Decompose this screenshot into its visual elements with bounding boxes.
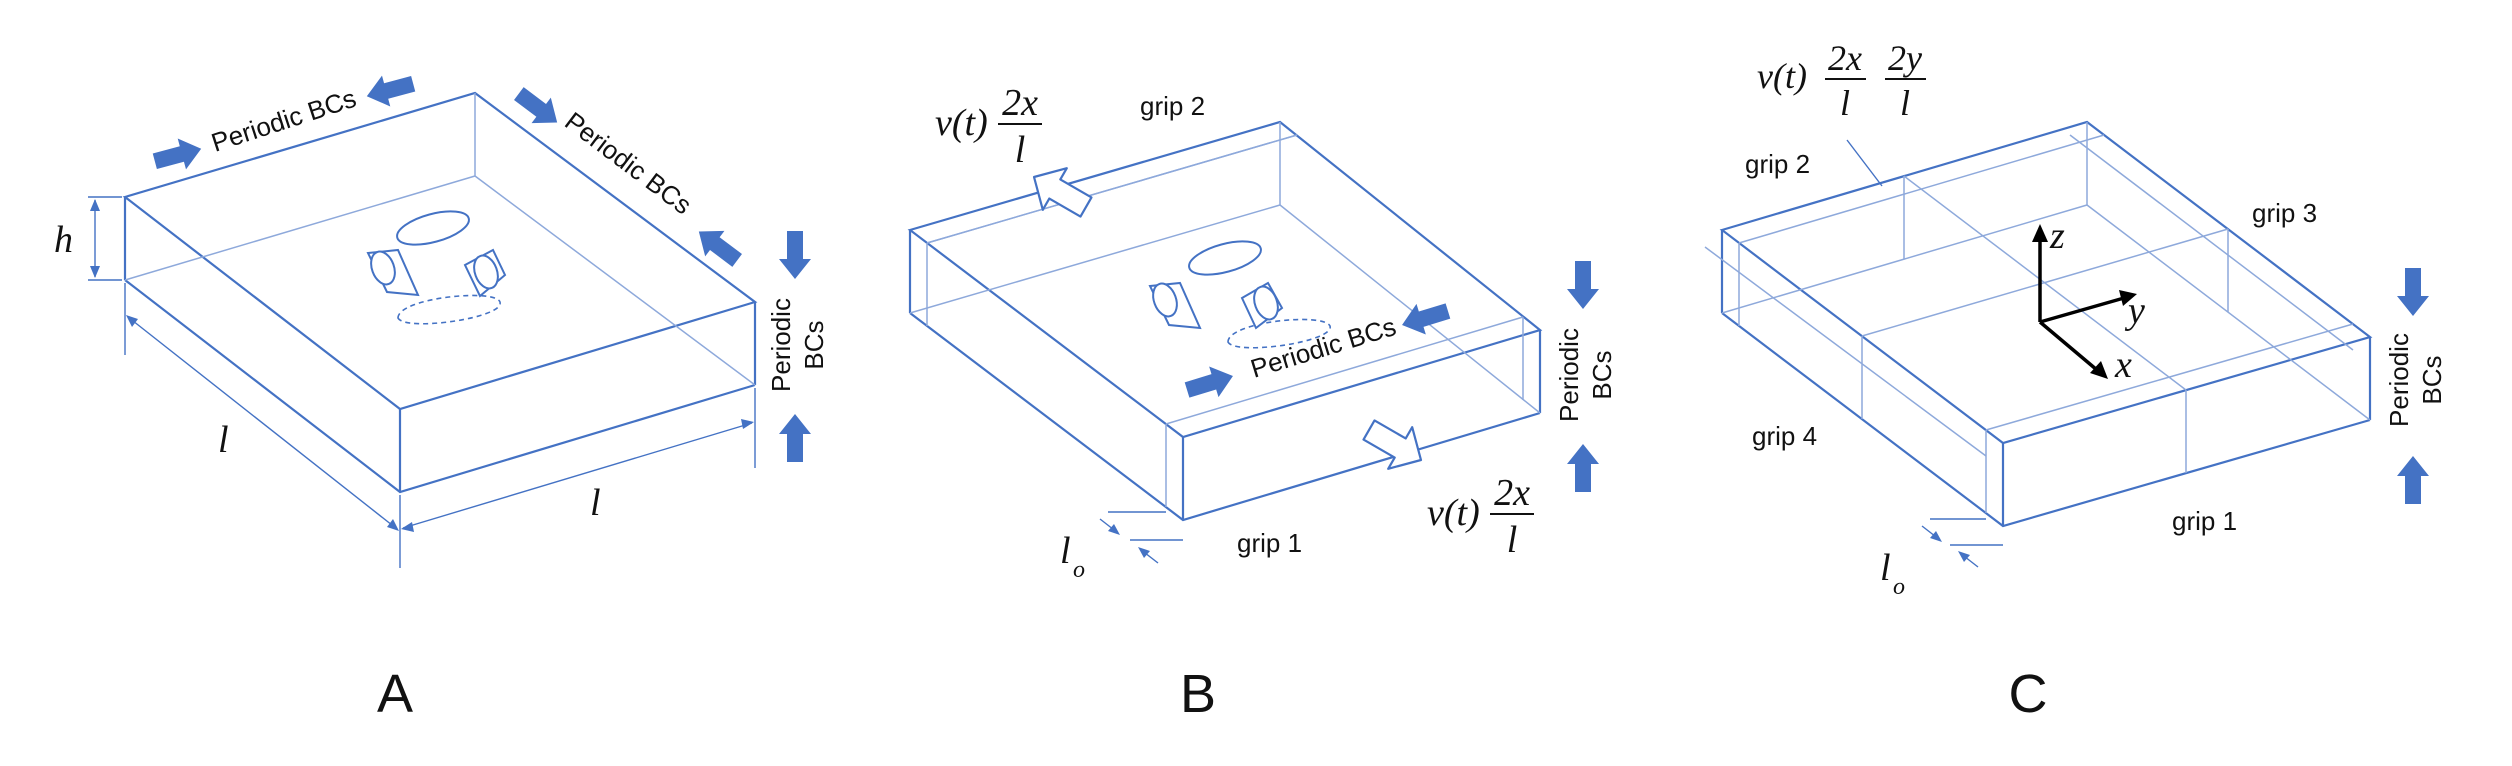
grip2-velocity-arrow [1032,167,1093,218]
bc-arrow-top-right-out [698,230,742,267]
panel-c: v(t) 2x l 2y l grip 2 grip 3 grip 4 grip… [1704,38,2447,724]
velocity-prefix-top-b: v(t) [935,102,988,144]
bc-label-top-right: Periodic BCs [559,106,697,220]
panel-b-letter: B [1180,664,1216,724]
frac1-num-c: 2x [1828,38,1862,78]
velocity-prefix-bottom-b: v(t) [1427,492,1480,534]
frac-den-bottom-b: l [1507,519,1518,561]
dim-lo-sub-b: o [1073,557,1085,583]
grip-3-label-c: grip 3 [2252,198,2317,228]
panel-b-grip-arrows [1032,167,1423,470]
panel-a-letter: A [377,664,413,724]
dim-lo-sub-c: o [1893,574,1905,600]
bc-side-arrow-down-c [2397,268,2429,316]
panel-b-bc-arrows [1184,261,1599,492]
bc-side-arrow-up [1567,444,1599,492]
bc-side-arrow-down [1567,261,1599,309]
panel-b-inclusions [1148,240,1331,349]
panel-b-velocity-bottom: v(t) 2x l [1427,472,1534,561]
panel-a-dimension-l-right: l [401,388,756,532]
panel-a-bc-arrows [152,75,811,462]
bc-arrow-side-down [779,231,811,279]
grip-4-label-c: grip 4 [1752,421,1817,451]
panel-a-dimension-l-left: l [124,283,401,568]
bc-label-side-line1: Periodic [766,298,796,392]
bc-label-side-line2: BCs [799,320,829,369]
dim-lo-label-b: l [1060,530,1071,572]
panel-a: h l l Periodic BCs Periodic BCs [54,75,829,724]
bc-side-line2-c: BCs [2417,355,2447,404]
grip-1-label-c: grip 1 [2172,506,2237,536]
panel-c-bc-arrows [2397,268,2429,504]
panel-a-dimension-h: h [54,196,122,281]
grip-2-label-b: grip 2 [1140,91,1205,121]
panel-c-velocity: v(t) 2x l 2y l [1757,38,1926,123]
frac1-den-c: l [1840,83,1850,123]
panel-c-box [1704,120,2373,528]
panel-c-axes [2032,224,2137,379]
bc-arrow-top-left-out [366,75,416,107]
frac-den-top-b: l [1015,129,1026,171]
panel-a-box [122,91,758,494]
velocity-prefix-c: v(t) [1757,56,1807,96]
dim-lo-label-c: l [1880,547,1891,589]
panel-c-dimension-lo [1921,518,2003,568]
panel-a-inclusions [366,210,507,325]
panel-c-letter: C [2009,664,2048,724]
panel-b-box [907,120,1543,522]
grip-2-label-c: grip 2 [1745,149,1810,179]
axis-y-label: y [2124,290,2145,332]
bc-side-arrow-up-c [2397,456,2429,504]
bc-arrow-top-left-in [152,138,202,170]
bc-front-arrow-out [1402,303,1451,335]
axis-z-label: z [2049,215,2065,257]
panel-b-velocity-top: v(t) 2x l [935,82,1042,171]
grip-1-label-b: grip 1 [1237,528,1302,558]
bc-side-line2-b: BCs [1587,350,1617,399]
bc-side-line1-c: Periodic [2384,333,2414,427]
dim-l-right-label: l [590,482,601,524]
frac-num-bottom-b: 2x [1494,472,1530,514]
bc-front-arrow-in [1184,366,1233,398]
frac-num-top-b: 2x [1002,82,1038,124]
panel-b-lo-label: l o [1060,530,1085,583]
dim-l-left-label: l [218,419,229,461]
dim-h-label: h [54,219,73,261]
grip1-velocity-arrow [1362,419,1423,470]
axis-x-label: x [2114,344,2132,386]
frac2-den-c: l [1900,83,1910,123]
frac2-num-c: 2y [1888,38,1922,78]
bc-label-top-left: Periodic BCs [208,83,360,158]
velocity-leader-line [1846,139,1883,187]
bc-arrow-side-up [779,414,811,462]
panel-b: grip 2 grip 1 Periodic BCs Periodic BCs … [907,82,1617,724]
panel-c-lo-label: l o [1880,547,1905,600]
panel-b-dimension-lo [1099,511,1183,564]
bc-arrow-top-right-in [514,87,558,124]
bc-side-line1-b: Periodic [1554,328,1584,422]
